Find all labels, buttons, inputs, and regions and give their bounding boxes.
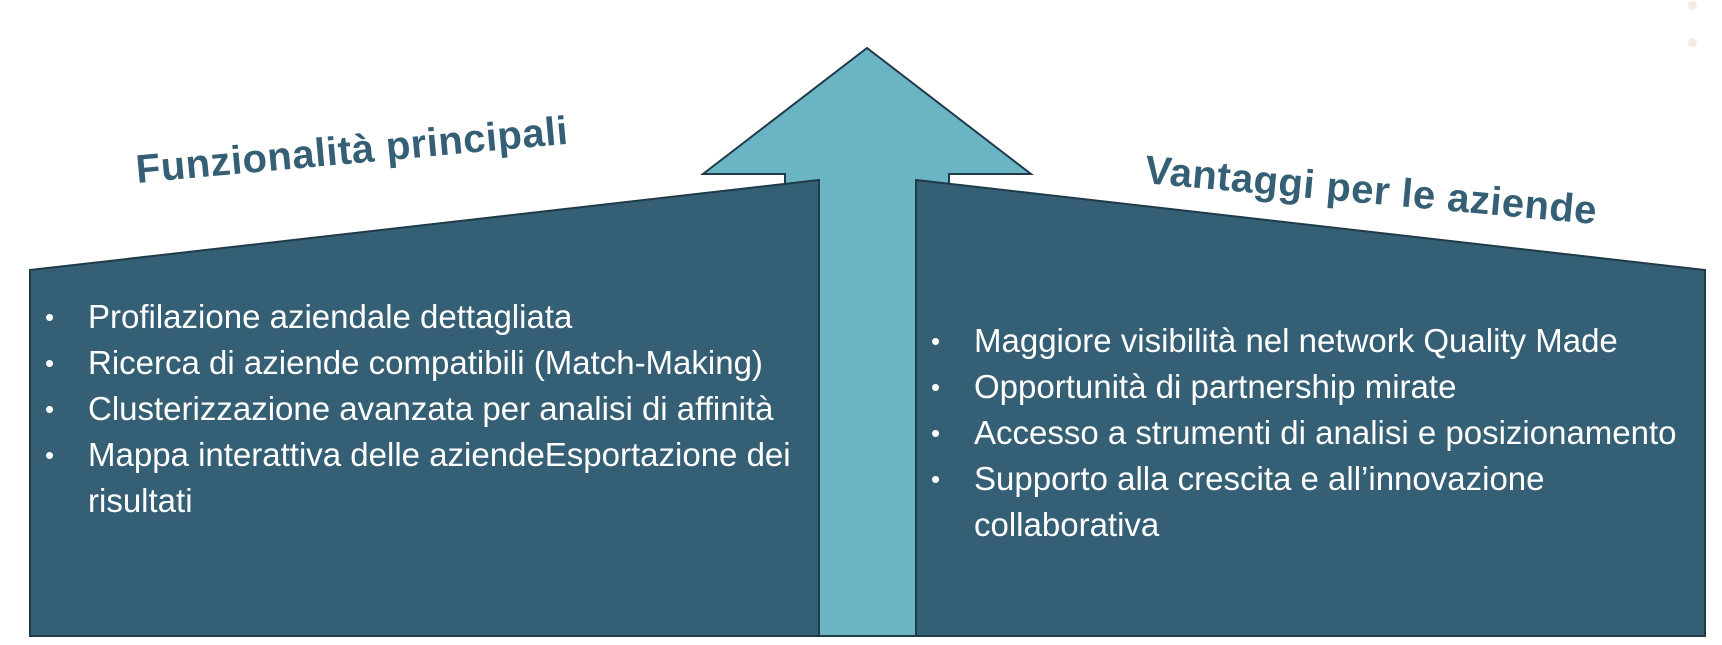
list-item: Profilazione aziendale dettagliata [45, 294, 815, 340]
decorative-dot [1688, 38, 1697, 47]
list-item: Maggiore visibilità nel network Quality … [931, 318, 1701, 364]
list-item: Ricerca di aziende compatibili (Match-Ma… [45, 340, 815, 386]
benefits-list: Maggiore visibilità nel network Quality … [931, 318, 1701, 548]
list-item: Accesso a strumenti di analisi e posizio… [931, 410, 1701, 456]
list-item: Mappa interattiva delle aziendeEsportazi… [45, 432, 815, 524]
list-item: Opportunità di partnership mirate [931, 364, 1701, 410]
list-item: Supporto alla crescita e all’innovazione… [931, 456, 1701, 548]
decorative-dot [1688, 1, 1697, 10]
features-list: Profilazione aziendale dettagliata Ricer… [45, 294, 815, 524]
list-item: Clusterizzazione avanzata per analisi di… [45, 386, 815, 432]
